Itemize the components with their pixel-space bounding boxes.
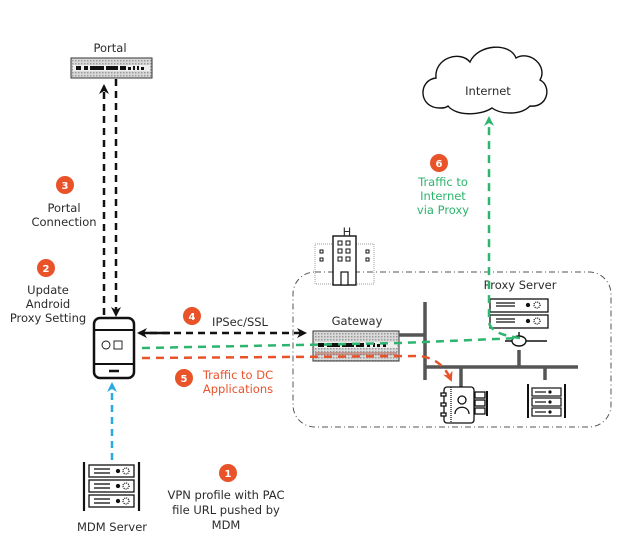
svg-text:6: 6: [436, 159, 443, 170]
step-badge-5: 5: [175, 369, 193, 387]
step-2-label: Update Android Proxy Setting: [10, 283, 86, 325]
svg-text:2: 2: [43, 264, 50, 275]
step-badge-3: 3: [56, 176, 74, 194]
svg-text:Traffic to: Traffic to: [417, 175, 468, 189]
svg-text:Update: Update: [27, 283, 69, 297]
svg-text:4: 4: [189, 312, 196, 323]
svg-text:1: 1: [225, 469, 232, 480]
internet-cloud-icon: [422, 46, 548, 115]
datacenter-boundary: [292, 271, 612, 428]
svg-text:Portal: Portal: [47, 201, 80, 215]
mobile-device-icon: [92, 316, 136, 380]
step-3-label: Portal Connection: [31, 201, 96, 229]
svg-text:5: 5: [181, 374, 188, 385]
mdm-server-label: MDM Server: [77, 520, 147, 534]
dc-traffic-path: [141, 354, 453, 382]
step-badge-2: 2: [37, 259, 55, 277]
svg-text:3: 3: [62, 181, 69, 192]
building-icon: [314, 235, 375, 286]
proxy-server-label: Proxy Server: [484, 278, 557, 292]
step-badge-1: 1: [219, 464, 237, 482]
internet-label: Internet: [465, 84, 511, 98]
gateway-label: Gateway: [332, 314, 383, 328]
rack-server-icon: [527, 384, 566, 418]
svg-text:Applications: Applications: [203, 382, 273, 396]
svg-text:via Proxy: via Proxy: [417, 203, 469, 217]
svg-text:IPSec/SSL: IPSec/SSL: [212, 315, 268, 329]
svg-text:Traffic to DC: Traffic to DC: [202, 368, 273, 382]
internet-traffic-path: [141, 118, 521, 350]
proxy-server-icon: [489, 298, 549, 329]
portal-label: Portal: [93, 41, 126, 55]
step-badge-6: 6: [430, 154, 448, 172]
svg-text:Proxy Setting: Proxy Setting: [10, 311, 86, 325]
step-1-label: VPN profile with PAC file URL pushed by …: [168, 488, 285, 532]
building-marker-label: H: [343, 225, 352, 239]
svg-text:Connection: Connection: [31, 215, 96, 229]
step-6-label: Traffic to Internet via Proxy: [417, 175, 469, 217]
directory-server-icon: [440, 386, 488, 424]
step-5-label: Traffic to DC Applications: [202, 368, 273, 396]
svg-text:MDM: MDM: [212, 518, 241, 532]
step-4-label: IPSec/SSL: [212, 315, 268, 329]
svg-text:Internet: Internet: [420, 189, 466, 203]
mdm-server-icon: [82, 462, 141, 511]
svg-text:file URL pushed by: file URL pushed by: [172, 503, 280, 517]
svg-text:VPN profile with PAC: VPN profile with PAC: [168, 488, 285, 502]
svg-text:Android: Android: [26, 297, 70, 311]
step-badge-4: 4: [183, 307, 201, 325]
portal-appliance-icon: [70, 57, 153, 79]
